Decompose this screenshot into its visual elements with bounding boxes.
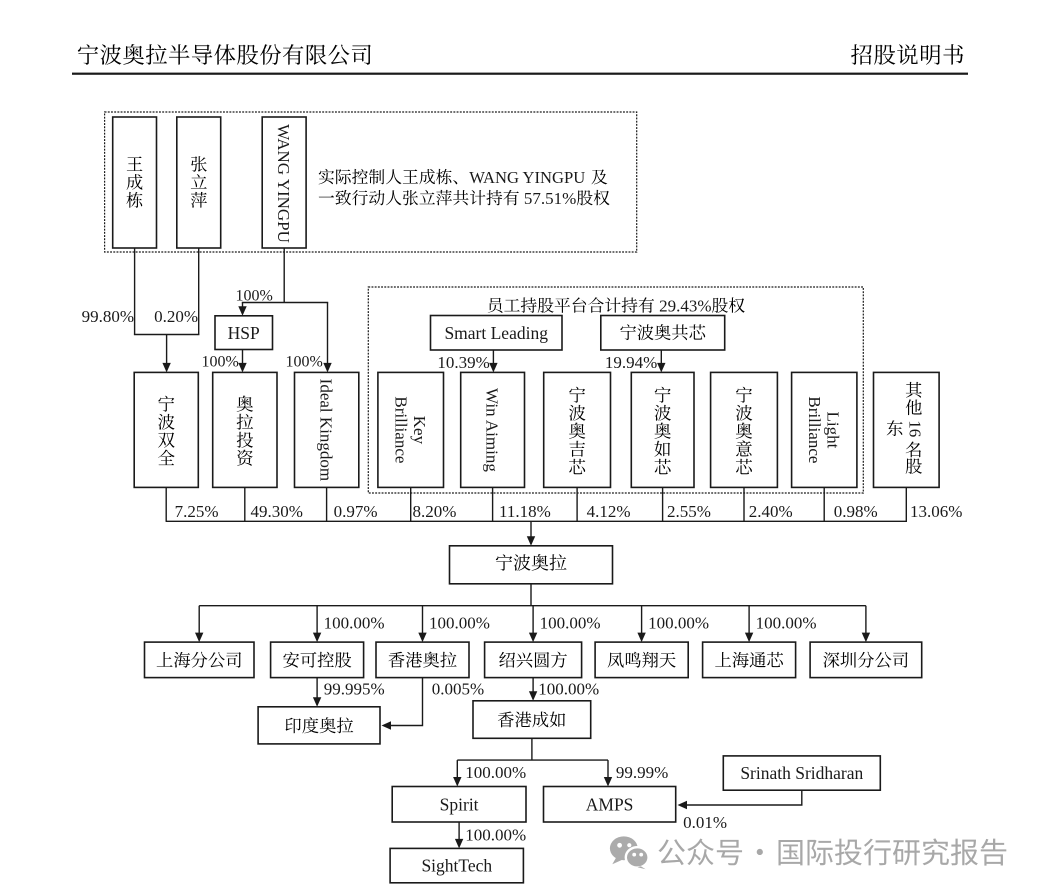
svg-text:99.99%: 99.99%: [616, 763, 668, 782]
svg-text:Key: Key: [410, 416, 429, 445]
svg-text:7.25%: 7.25%: [175, 502, 219, 521]
svg-text:10.39%: 10.39%: [437, 353, 489, 372]
svg-text:100.00%: 100.00%: [465, 763, 526, 782]
svg-text:57.51%: 57.51%: [524, 189, 576, 208]
svg-text:Smart Leading: Smart Leading: [444, 323, 548, 343]
svg-text:0.01%: 0.01%: [683, 813, 727, 832]
svg-text:0.005%: 0.005%: [432, 680, 484, 699]
svg-text:100.00%: 100.00%: [429, 614, 490, 633]
svg-text:Spirit: Spirit: [440, 794, 479, 814]
svg-text:100%: 100%: [202, 354, 239, 371]
svg-text:99.995%: 99.995%: [324, 680, 385, 699]
svg-text:HSP: HSP: [228, 323, 260, 343]
svg-text:Srinath Sridharan: Srinath Sridharan: [740, 763, 863, 783]
svg-text:100.00%: 100.00%: [756, 614, 817, 633]
svg-text:WANG YINGPU: WANG YINGPU: [274, 124, 293, 243]
svg-text:100%: 100%: [286, 354, 323, 371]
svg-text:0.20%: 0.20%: [154, 307, 198, 326]
svg-text:4.12%: 4.12%: [587, 502, 631, 521]
svg-text:29.43%: 29.43%: [659, 297, 711, 316]
svg-text:0.98%: 0.98%: [834, 502, 878, 521]
svg-text:16: 16: [905, 420, 924, 437]
svg-text:WANG YINGPU: WANG YINGPU: [469, 168, 585, 187]
svg-text:49.30%: 49.30%: [251, 502, 303, 521]
svg-text:100.00%: 100.00%: [648, 614, 709, 633]
svg-text:100%: 100%: [236, 288, 273, 305]
svg-text:19.94%: 19.94%: [605, 353, 657, 372]
svg-text:100.00%: 100.00%: [538, 680, 599, 699]
svg-text:AMPS: AMPS: [586, 794, 634, 814]
svg-text:Brilliance: Brilliance: [805, 396, 824, 463]
svg-text:Light: Light: [824, 411, 843, 448]
svg-text:100.00%: 100.00%: [540, 614, 601, 633]
svg-text:2.55%: 2.55%: [667, 502, 711, 521]
svg-text:8.20%: 8.20%: [413, 502, 457, 521]
svg-text:Brilliance: Brilliance: [391, 396, 410, 463]
svg-text:99.80%: 99.80%: [82, 307, 134, 326]
svg-text:100.00%: 100.00%: [324, 614, 385, 633]
svg-text:Win Aiming: Win Aiming: [483, 388, 502, 472]
svg-text:13.06%: 13.06%: [910, 502, 962, 521]
svg-text:SightTech: SightTech: [421, 856, 492, 876]
svg-text:Ideal Kingdom: Ideal Kingdom: [317, 379, 336, 481]
svg-text:100.00%: 100.00%: [465, 826, 526, 845]
svg-text:2.40%: 2.40%: [749, 502, 793, 521]
svg-text:11.18%: 11.18%: [499, 502, 551, 521]
svg-text:0.97%: 0.97%: [334, 502, 378, 521]
